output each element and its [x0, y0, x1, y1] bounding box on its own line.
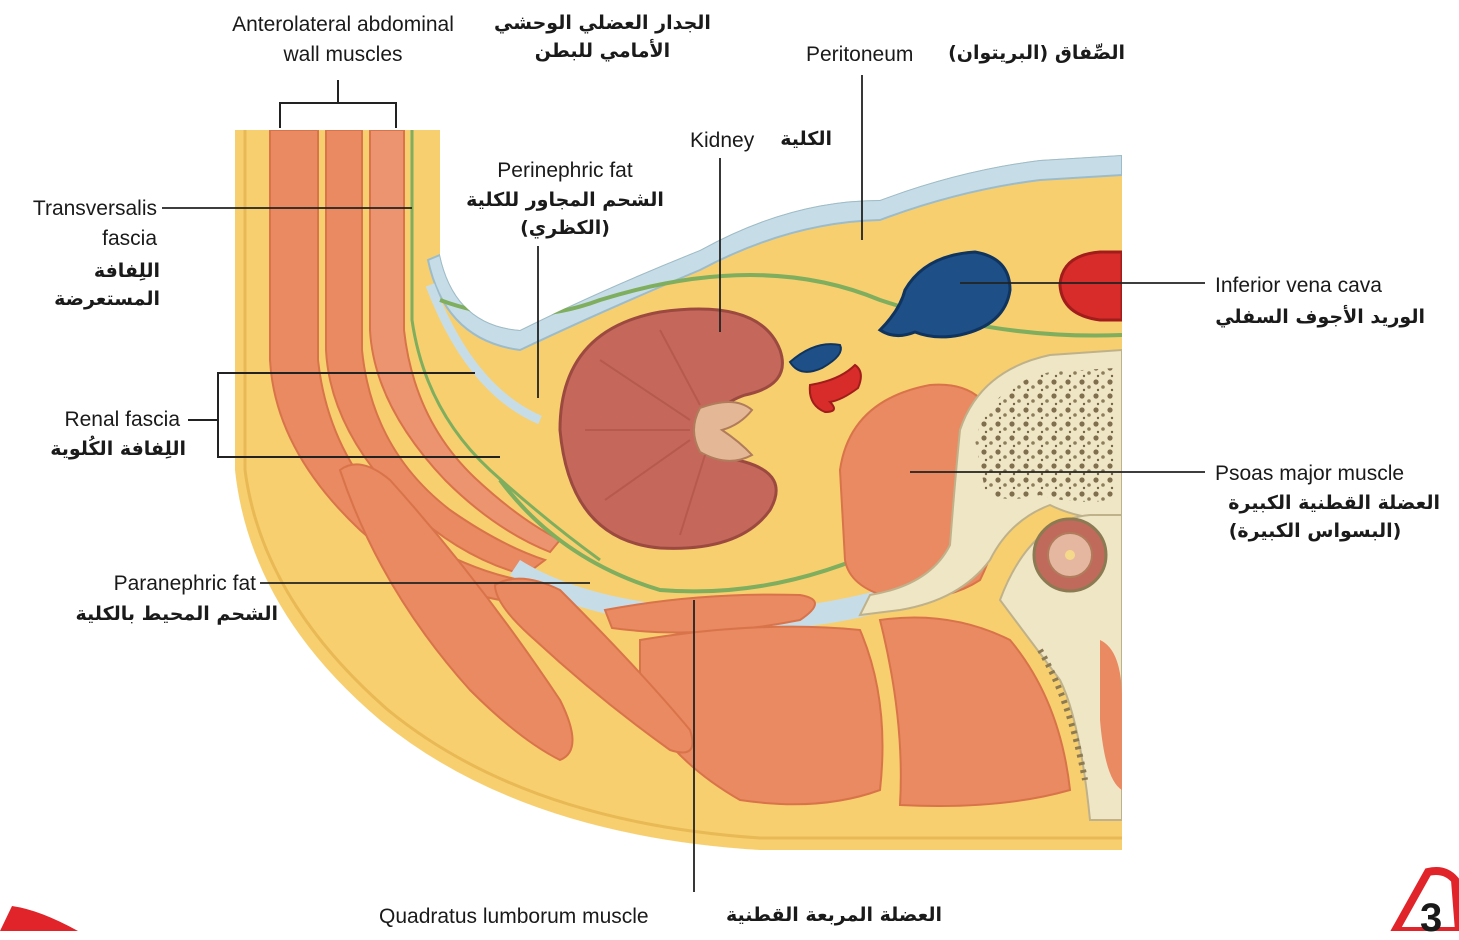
label-kidney-ar: الكلية	[760, 126, 832, 152]
label-transversalis-ar-2: المستعرضة	[0, 286, 160, 312]
label-psoas-en: Psoas major muscle	[1215, 461, 1404, 487]
label-renal-fascia-ar: اللِفافة الكُلوية	[0, 436, 186, 462]
label-psoas-ar-1: العضلة القطنية الكبيرة	[1205, 490, 1440, 516]
label-paranephric-ar: الشحم المحيط بالكلية	[0, 601, 278, 627]
label-ivc-en: Inferior vena cava	[1215, 273, 1382, 299]
label-paranephric-en: Paranephric fat	[0, 571, 256, 597]
label-quadratus-ar: العضلة المربعة القطنية	[706, 902, 942, 928]
label-peritoneum-en: Peritoneum	[806, 42, 913, 68]
corner-decoration-left	[0, 906, 78, 931]
label-perinephric-en: Perinephric fat	[450, 158, 680, 184]
label-transversalis-en-2: fascia	[0, 226, 157, 252]
label-peritoneum-ar: الصِّفاق (البريتوان)	[935, 40, 1125, 66]
label-ivc-ar: الوريد الأجوف السفلي	[1205, 304, 1425, 330]
page-number: 3	[1420, 898, 1442, 938]
anatomy-section	[200, 100, 1160, 880]
label-transversalis-ar-1: اللِفافة	[0, 258, 160, 284]
label-anterolateral-en-2: wall muscles	[198, 42, 488, 68]
label-renal-fascia-en: Renal fascia	[0, 407, 180, 433]
label-perinephric-ar-2: (الكظري)	[450, 215, 680, 241]
label-anterolateral-ar-2: الأمامي للبطن	[480, 38, 725, 64]
label-kidney-en: Kidney	[690, 128, 754, 154]
label-anterolateral-ar-1: الجدار العضلي الوحشي	[480, 10, 725, 36]
label-transversalis-en-1: Transversalis	[0, 196, 157, 222]
label-anterolateral-en-1: Anterolateral abdominal	[198, 12, 488, 38]
label-perinephric-ar-1: الشحم المجاور للكلية	[450, 187, 680, 213]
label-quadratus-en: Quadratus lumborum muscle	[379, 904, 649, 930]
label-psoas-ar-2: (البسواس الكبيرة)	[1205, 518, 1425, 544]
muscles-bracket	[280, 80, 396, 128]
